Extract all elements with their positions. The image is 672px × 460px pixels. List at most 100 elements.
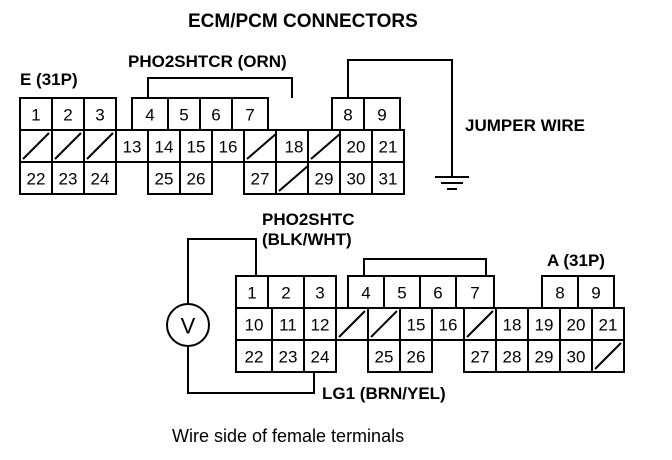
terminal-11: 11 — [279, 316, 297, 335]
pho2shtc-jumper-wire — [363, 258, 487, 276]
terminal-25: 25 — [375, 348, 394, 367]
terminal-3: 3 — [315, 284, 324, 303]
connector_e-row3-cavity — [179, 161, 213, 195]
terminal-4: 4 — [145, 106, 154, 125]
empty-cavity-mark — [466, 310, 494, 338]
terminal-1: 1 — [31, 106, 40, 125]
voltmeter-lead-negative — [187, 346, 315, 394]
connector-a-label: A (31P) — [547, 251, 605, 270]
connector_a-row3-cavity — [495, 339, 529, 373]
terminal-28: 28 — [503, 348, 522, 367]
connector_a-row2-cavity — [431, 307, 465, 341]
connector_e-row3-cavity — [19, 161, 53, 195]
terminal-24: 24 — [311, 348, 330, 367]
terminal-26: 26 — [187, 170, 206, 189]
connector_a-row1-cavity — [235, 275, 269, 309]
terminal-8: 8 — [555, 284, 564, 303]
terminal-18: 18 — [285, 138, 304, 157]
connector_a-row2-cavity — [527, 307, 561, 341]
terminal-16: 16 — [219, 138, 238, 157]
connector_a-row3-cavity — [399, 339, 433, 373]
terminal-27: 27 — [251, 170, 270, 189]
terminal-8: 8 — [343, 106, 352, 125]
connector_e-row1-cavity — [231, 97, 269, 131]
terminal-20: 20 — [567, 316, 586, 335]
pho2shtc-color-label: (BLK/WHT) — [262, 230, 352, 249]
connector-e-label: E (31P) — [20, 70, 78, 89]
terminal-16: 16 — [439, 316, 458, 335]
terminal-27: 27 — [471, 348, 490, 367]
empty-cavity-mark — [594, 342, 622, 370]
connector_a-row3-cavity — [367, 339, 401, 373]
diagram-title: ECM/PCM CONNECTORS — [188, 11, 418, 32]
terminal-10: 10 — [245, 316, 264, 335]
terminal-7: 7 — [470, 284, 479, 303]
empty-cavity-mark — [22, 132, 50, 160]
terminal-15: 15 — [407, 316, 426, 335]
terminal-12: 12 — [311, 316, 330, 335]
terminal-14: 14 — [155, 138, 174, 157]
terminal-31: 31 — [379, 170, 398, 189]
connector_e-row2-cavity — [339, 129, 373, 163]
voltmeter-icon: V — [166, 303, 210, 347]
empty-cavity-mark — [310, 132, 342, 160]
connector_a-row1-cavity — [303, 275, 337, 309]
empty-cavity-mark — [86, 132, 114, 160]
terminal-21: 21 — [599, 316, 618, 335]
terminal-5: 5 — [397, 284, 406, 303]
terminal-5: 5 — [179, 106, 188, 125]
terminal-9: 9 — [377, 106, 386, 125]
connector_e-row3-cavity — [339, 161, 373, 195]
connector_e-row1-cavity — [167, 97, 201, 131]
terminal-20: 20 — [347, 138, 366, 157]
terminal-9: 9 — [591, 284, 600, 303]
terminal-19: 19 — [535, 316, 554, 335]
empty-cavity-mark — [246, 132, 278, 160]
lg1-label: LG1 (BRN/YEL) — [322, 384, 446, 403]
terminal-6: 6 — [433, 284, 442, 303]
voltmeter-lead-positive — [187, 238, 257, 304]
pho2shtcr-jumper-wire — [147, 77, 293, 98]
terminal-22: 22 — [27, 170, 46, 189]
terminal-25: 25 — [155, 170, 174, 189]
connector_a-row3-cavity — [559, 339, 593, 373]
jumper-wire-label: JUMPER WIRE — [465, 116, 585, 135]
terminal-22: 22 — [245, 348, 264, 367]
pho2shtcr-label: PHO2SHTCR (ORN) — [128, 52, 287, 71]
connector_a-row1-cavity — [577, 275, 615, 309]
terminal-18: 18 — [503, 316, 522, 335]
connector_e-row2-cavity — [179, 129, 213, 163]
empty-cavity-mark — [370, 310, 398, 338]
connector_e-row3-cavity — [371, 161, 405, 195]
jumper-wire-to-ground — [347, 59, 453, 176]
terminal-21: 21 — [379, 138, 398, 157]
empty-cavity-mark — [54, 132, 82, 160]
connector_e-row1-cavity — [363, 97, 401, 131]
connector_a-row3-cavity — [303, 339, 337, 373]
voltmeter-symbol: V — [181, 314, 196, 339]
terminal-2: 2 — [63, 106, 72, 125]
terminal-29: 29 — [535, 348, 554, 367]
terminal-15: 15 — [187, 138, 206, 157]
terminal-24: 24 — [91, 170, 110, 189]
terminal-2: 2 — [281, 284, 290, 303]
terminal-4: 4 — [361, 284, 370, 303]
terminal-1: 1 — [247, 284, 256, 303]
terminal-26: 26 — [407, 348, 426, 367]
terminal-13: 13 — [123, 138, 142, 157]
terminal-3: 3 — [95, 106, 104, 125]
terminal-29: 29 — [315, 170, 334, 189]
empty-cavity-mark — [278, 164, 310, 192]
terminal-30: 30 — [347, 170, 366, 189]
terminal-7: 7 — [245, 106, 254, 125]
empty-cavity-mark — [338, 310, 366, 338]
connector_e-row1-cavity — [131, 97, 169, 131]
connector_e-row3-cavity — [83, 161, 117, 195]
connector_e-row3-cavity — [51, 161, 85, 195]
connector_a-row2-cavity — [271, 307, 305, 341]
connector_a-row3-cavity — [271, 339, 305, 373]
terminal-23: 23 — [279, 348, 298, 367]
